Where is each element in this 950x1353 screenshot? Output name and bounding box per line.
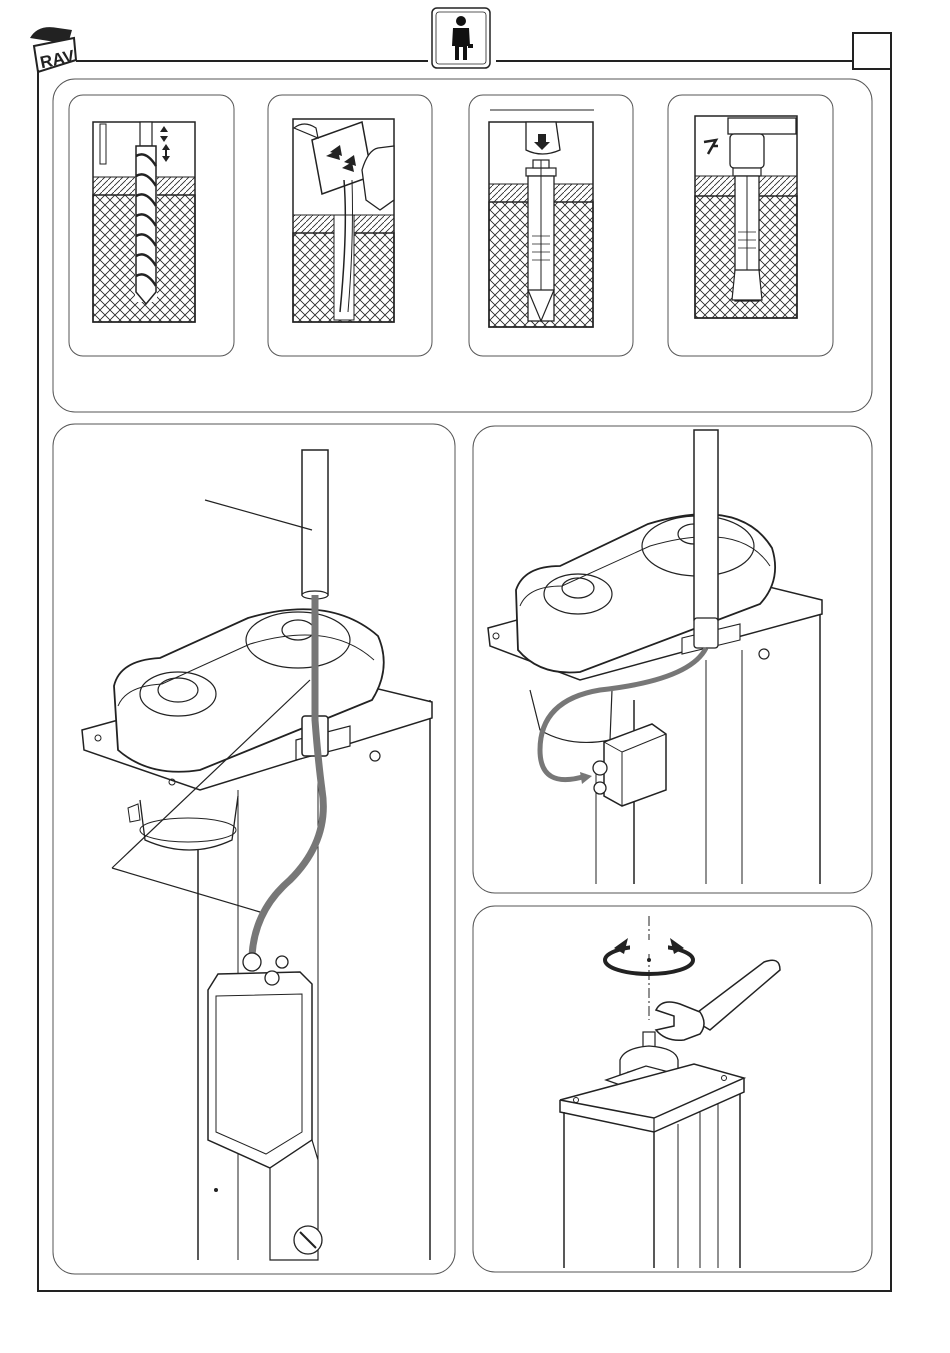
step-insert-anchor <box>469 95 633 356</box>
cable-routing-illustration <box>53 424 455 1274</box>
tighten-nut-illustration <box>473 906 872 1272</box>
step-tighten-anchor <box>668 95 833 356</box>
single-operator-icon <box>432 8 490 68</box>
step-drill-hole <box>69 95 234 356</box>
step-clean-hole <box>268 95 432 356</box>
cable-connection-illustration <box>473 426 872 893</box>
header: RAV <box>30 8 891 72</box>
rav-logo-icon: RAV <box>30 27 77 72</box>
page-number-box <box>853 33 891 69</box>
